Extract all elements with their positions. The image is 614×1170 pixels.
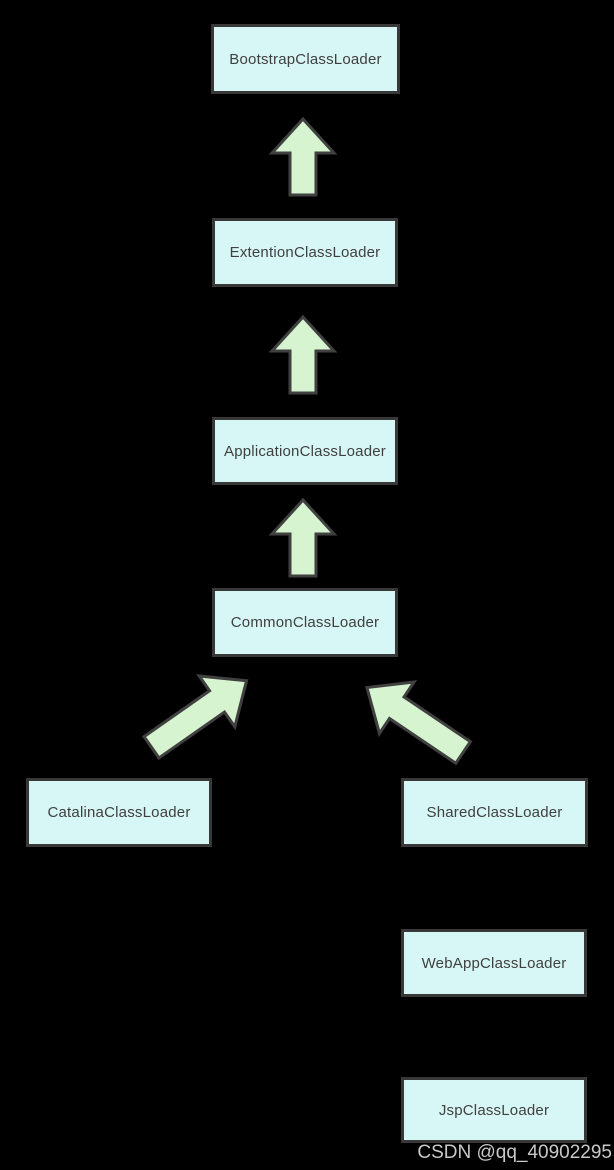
arrow-common-to-application-icon bbox=[268, 497, 338, 578]
csdn-watermark: CSDN @qq_40902295 bbox=[417, 1142, 612, 1163]
node-jsp-classloader: JspClassLoader bbox=[401, 1077, 587, 1143]
arrow-shared-to-common-icon bbox=[365, 680, 473, 766]
node-shared-classloader-label: SharedClassLoader bbox=[426, 804, 563, 821]
node-catalina-classloader: CatalinaClassLoader bbox=[26, 778, 212, 847]
node-extention-classloader-label: ExtentionClassLoader bbox=[229, 244, 381, 261]
arrow-extention-to-bootstrap-icon bbox=[268, 116, 338, 197]
node-webapp-classloader-label: WebAppClassLoader bbox=[421, 954, 567, 972]
node-shared-classloader: SharedClassLoader bbox=[401, 778, 588, 847]
node-jsp-classloader-label: JspClassLoader bbox=[438, 1101, 550, 1119]
node-application-classloader: ApplicationClassLoader bbox=[212, 417, 398, 485]
arrow-application-to-extention-icon bbox=[268, 314, 338, 395]
node-application-classloader-label: ApplicationClassLoader bbox=[224, 442, 386, 460]
node-bootstrap-classloader: BootstrapClassLoader bbox=[211, 24, 400, 94]
node-bootstrap-classloader-label: BootstrapClassLoader bbox=[229, 50, 382, 68]
node-extention-classloader: ExtentionClassLoader bbox=[212, 218, 398, 287]
node-webapp-classloader: WebAppClassLoader bbox=[401, 929, 587, 997]
node-catalina-classloader-label: CatalinaClassLoader bbox=[47, 804, 191, 821]
node-common-classloader: CommonClassLoader bbox=[212, 588, 398, 657]
node-common-classloader-label: CommonClassLoader bbox=[230, 614, 380, 631]
arrow-catalina-to-common-icon bbox=[141, 674, 249, 761]
